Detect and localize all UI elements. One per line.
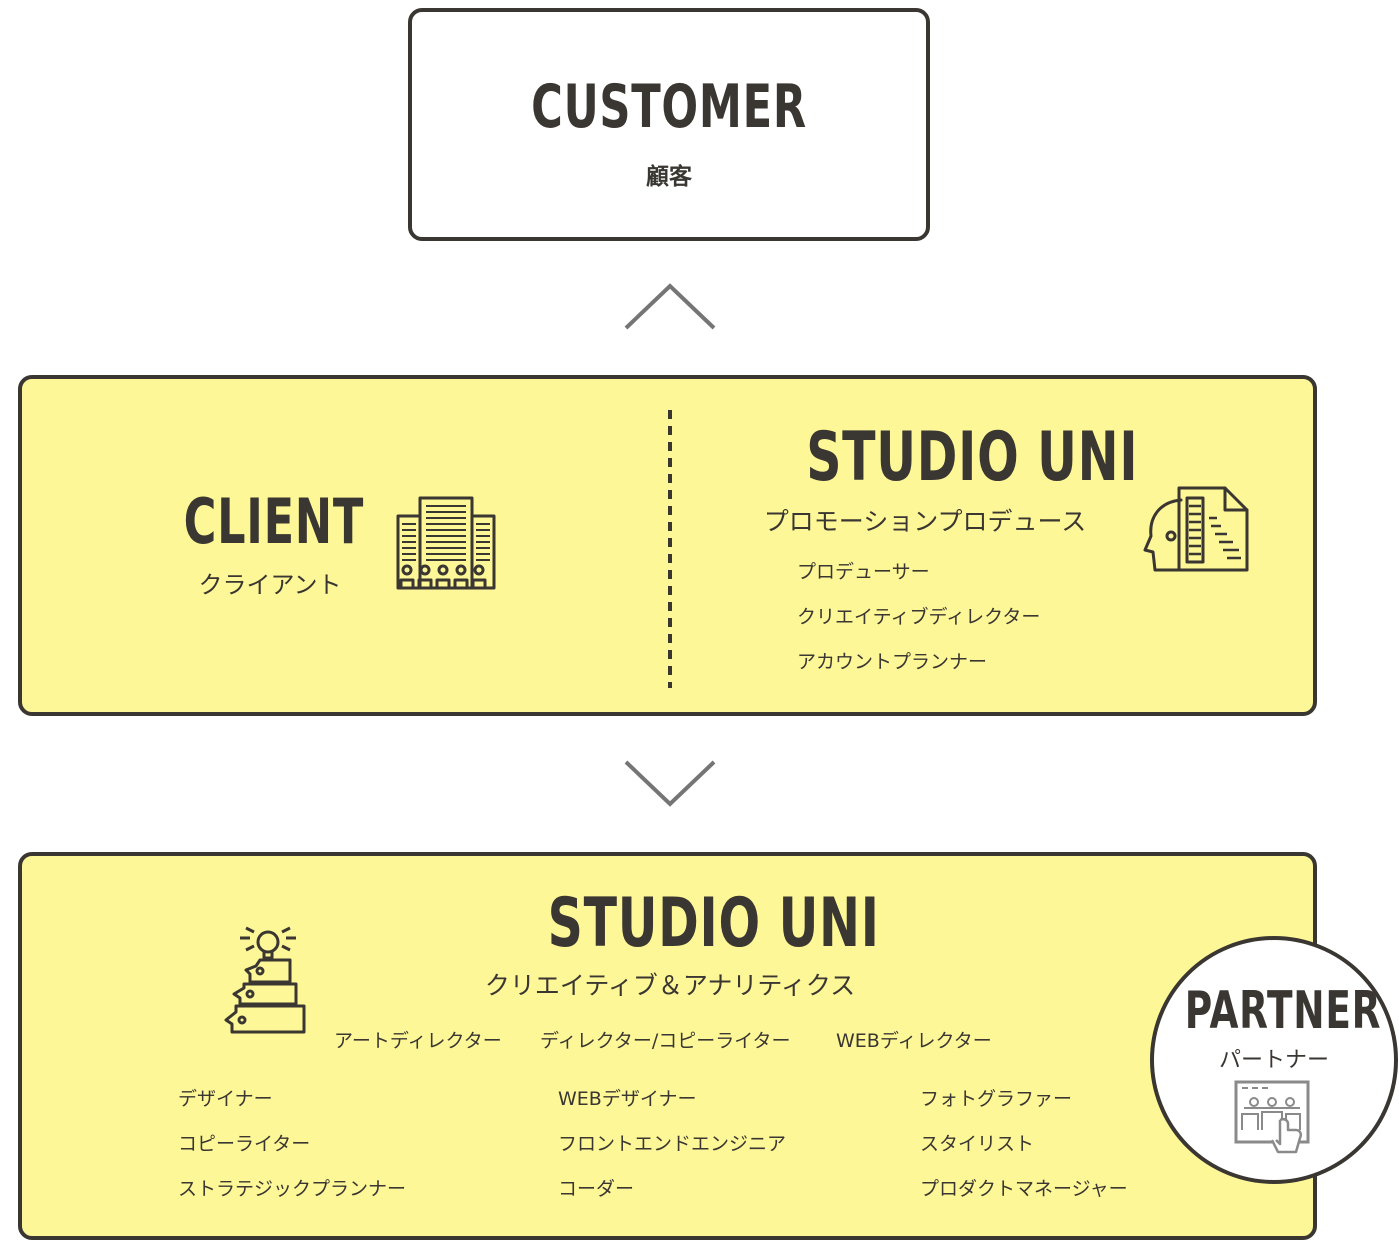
- office-building-icon: [396, 496, 496, 590]
- client-studio-panel: [18, 375, 1317, 716]
- studio-promo-role: プロデューサー: [797, 561, 930, 583]
- creative-role: スタイリスト: [920, 1133, 1035, 1155]
- team-board-icon: [1234, 1080, 1310, 1154]
- partner-title: PARTNER: [1184, 981, 1382, 1041]
- thinking-head-document-icon: [1143, 486, 1249, 572]
- studio-promo-subtitle: プロモーションプロデュース: [763, 507, 1087, 536]
- lead-role: ディレクター/コピーライター: [540, 1030, 791, 1052]
- creative-role: フォトグラファー: [920, 1088, 1073, 1110]
- studio-promo-title: STUDIO UNI: [806, 418, 1139, 497]
- customer-subtitle: 顧客: [646, 164, 692, 190]
- lead-role: WEBディレクター: [836, 1030, 992, 1052]
- lead-role: アートディレクター: [334, 1030, 502, 1052]
- partner-subtitle: パートナー: [1218, 1048, 1329, 1073]
- creative-role: ストラテジックプランナー: [178, 1178, 407, 1200]
- studio-creative-title: STUDIO UNI: [547, 884, 880, 963]
- creative-role: コーダー: [558, 1178, 635, 1200]
- idea-stack-icon: [224, 926, 306, 1034]
- studio-promo-role: クリエイティブディレクター: [797, 606, 1041, 628]
- customer-box: CUSTOMER 顧客: [408, 8, 930, 241]
- chevron-up-icon: [624, 283, 716, 330]
- chevron-down-icon: [624, 760, 716, 807]
- creative-role: コピーライター: [178, 1133, 311, 1155]
- client-subtitle: クライアント: [198, 571, 342, 599]
- creative-role: プロダクトマネージャー: [920, 1178, 1128, 1200]
- creative-role: デザイナー: [178, 1088, 273, 1110]
- studio-creative-panel: [18, 852, 1317, 1240]
- creative-role: WEBデザイナー: [558, 1088, 697, 1110]
- studio-promo-role: アカウントプランナー: [797, 651, 988, 673]
- creative-role: フロントエンドエンジニア: [558, 1133, 787, 1155]
- studio-creative-subtitle: クリエイティブ＆アナリティクス: [484, 971, 856, 1000]
- customer-title: CUSTOMER: [531, 72, 807, 142]
- client-title: CLIENT: [183, 485, 365, 558]
- panel-divider: [668, 410, 672, 688]
